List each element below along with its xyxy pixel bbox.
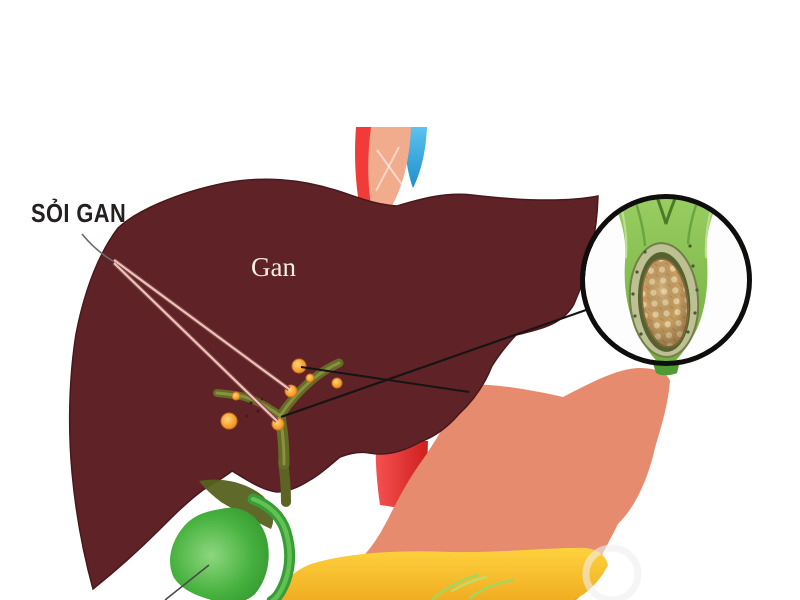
- leader-lines: [81, 233, 587, 600]
- esophagus: [368, 127, 411, 217]
- esophagus-sheen: [375, 146, 400, 192]
- magnified-stone-shading: [642, 259, 688, 347]
- duct-highlight-streak: [621, 209, 628, 259]
- pancreas-vein: [468, 578, 515, 600]
- gallstone: [220, 412, 238, 430]
- callout-line-lower: [280, 308, 587, 419]
- stomach: [330, 368, 670, 600]
- wall-speckles: [631, 244, 699, 336]
- stones-layer: [220, 358, 343, 431]
- callout-circle: [580, 194, 752, 376]
- gallbladder-neck-shadow: [199, 479, 274, 529]
- common-bile-duct-highlight: [250, 496, 292, 600]
- duct-speckles: [245, 397, 264, 418]
- pancreas-body: [271, 547, 608, 600]
- pancreas-vein: [430, 573, 480, 600]
- pink-leader-line: [113, 259, 290, 390]
- label-curve-line: [81, 233, 114, 262]
- pancreas-vein: [451, 576, 487, 592]
- gallbladder-pointer-line: [164, 564, 210, 600]
- liver-label: Gan: [251, 252, 296, 282]
- watermark-ring: [582, 544, 642, 600]
- gallstone: [231, 391, 241, 401]
- gallstone: [331, 377, 343, 389]
- esophagus-sheen: [376, 149, 404, 187]
- gallstone: [305, 373, 315, 383]
- gallstone: [291, 358, 307, 374]
- pancreas: [271, 547, 608, 600]
- duct-top-groove: [652, 199, 681, 225]
- duct-streak: [686, 199, 702, 245]
- callout-ring: [580, 194, 752, 366]
- duct-branch-left-light: [215, 391, 284, 419]
- pink-leader-line: [113, 262, 278, 422]
- thoracic-vessels: [355, 127, 427, 217]
- hepatolithiasis-label: SỎI GAN: [31, 198, 127, 228]
- gallbladder: [170, 507, 269, 600]
